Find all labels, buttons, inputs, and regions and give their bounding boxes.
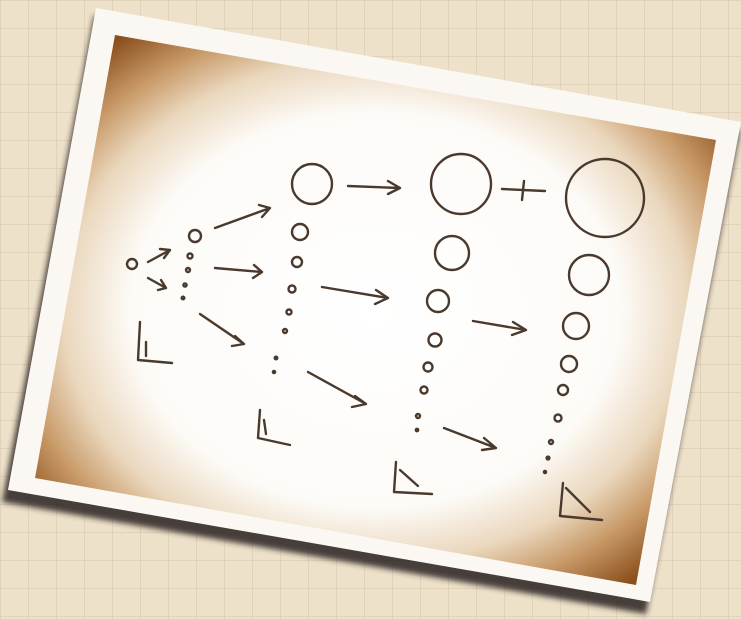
sketch-circle [544, 471, 546, 473]
sketch-circle [273, 371, 275, 373]
sketch-circle [416, 429, 418, 431]
